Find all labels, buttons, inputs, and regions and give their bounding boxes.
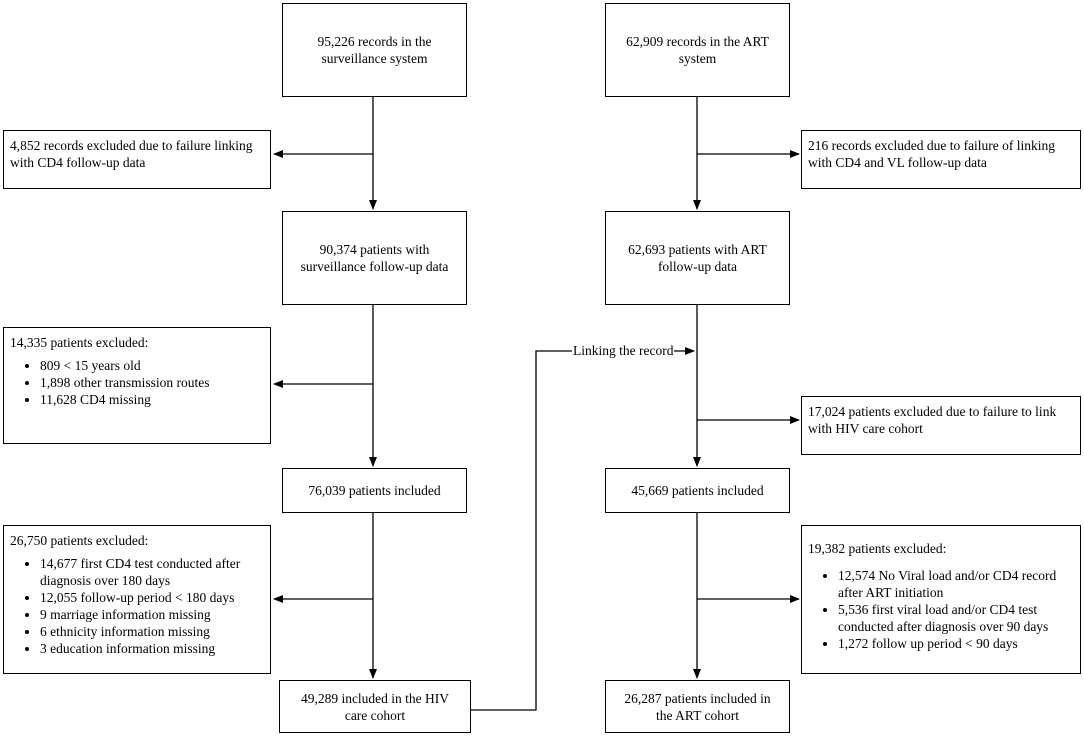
left-step3-box: 76,039 patients included xyxy=(282,468,467,513)
left-exclusion-3-list: 14,677 first CD4 test conducted after di… xyxy=(10,555,264,657)
list-item: 1,898 other transmission routes xyxy=(40,374,264,391)
right-step3-box: 45,669 patients included xyxy=(605,468,790,513)
left-start-box: 95,226 records in the surveillance syste… xyxy=(282,3,467,97)
right-exclusion-2-box: 17,024 patients excluded due to failure … xyxy=(801,396,1081,455)
list-item: 809 < 15 years old xyxy=(40,357,264,374)
list-item: 9 marriage information missing xyxy=(40,606,264,623)
list-item: 1,272 follow up period < 90 days xyxy=(838,635,1074,652)
left-exclusion-2-box: 14,335 patients excluded: 809 < 15 years… xyxy=(3,327,271,444)
right-exclusion-1-box: 216 records excluded due to failure of l… xyxy=(801,130,1081,189)
list-item: 11,628 CD4 missing xyxy=(40,391,264,408)
right-step2-box: 62,693 patients with ART follow-up data xyxy=(605,211,790,305)
list-item: 6 ethnicity information missing xyxy=(40,623,264,640)
left-step3-text: 76,039 patients included xyxy=(308,483,441,498)
left-exclusion-2-title: 14,335 patients excluded: xyxy=(10,335,149,350)
right-exclusion-3-box: 19,382 patients excluded: 12,574 No Vira… xyxy=(801,525,1081,674)
left-start-text: 95,226 records in the surveillance syste… xyxy=(317,34,432,66)
left-step2-box: 90,374 patients with surveillance follow… xyxy=(282,211,467,305)
left-exclusion-3-title: 26,750 patients excluded: xyxy=(10,533,149,548)
list-item: 14,677 first CD4 test conducted after di… xyxy=(40,555,264,589)
right-exclusion-2-text: 17,024 patients excluded due to failure … xyxy=(808,404,1057,436)
list-item: 3 education information missing xyxy=(40,640,264,657)
left-final-text: 49,289 included in the HIV care cohort xyxy=(300,690,450,723)
right-exclusion-3-list: 12,574 No Viral load and/or CD4 record a… xyxy=(808,567,1074,652)
list-item: 12,574 No Viral load and/or CD4 record a… xyxy=(838,567,1074,601)
right-exclusion-1-text: 216 records excluded due to failure of l… xyxy=(808,138,1056,170)
list-item: 5,536 first viral load and/or CD4 test c… xyxy=(838,601,1074,635)
right-exclusion-3-title: 19,382 patients excluded: xyxy=(808,541,947,556)
list-item: 12,055 follow-up period < 180 days xyxy=(40,589,264,606)
left-exclusion-1-text: 4,852 records excluded due to failure li… xyxy=(10,138,253,170)
left-final-box: 49,289 included in the HIV care cohort xyxy=(279,680,471,733)
left-step2-text: 90,374 patients with surveillance follow… xyxy=(300,242,449,274)
left-exclusion-2-list: 809 < 15 years old 1,898 other transmiss… xyxy=(10,357,264,408)
right-step2-text: 62,693 patients with ART follow-up data xyxy=(628,242,767,274)
link-connector xyxy=(471,347,695,711)
right-start-box: 62,909 records in the ART system xyxy=(605,3,790,97)
left-exclusion-1-box: 4,852 records excluded due to failure li… xyxy=(3,130,271,189)
right-final-text: 26,287 patients included in the ART coho… xyxy=(624,690,771,723)
right-final-box: 26,287 patients included in the ART coho… xyxy=(605,680,790,733)
left-exclusion-3-box: 26,750 patients excluded: 14,677 first C… xyxy=(3,525,271,674)
link-label: Linking the record xyxy=(572,343,675,359)
right-step3-text: 45,669 patients included xyxy=(631,483,764,498)
right-start-text: 62,909 records in the ART system xyxy=(626,34,769,66)
